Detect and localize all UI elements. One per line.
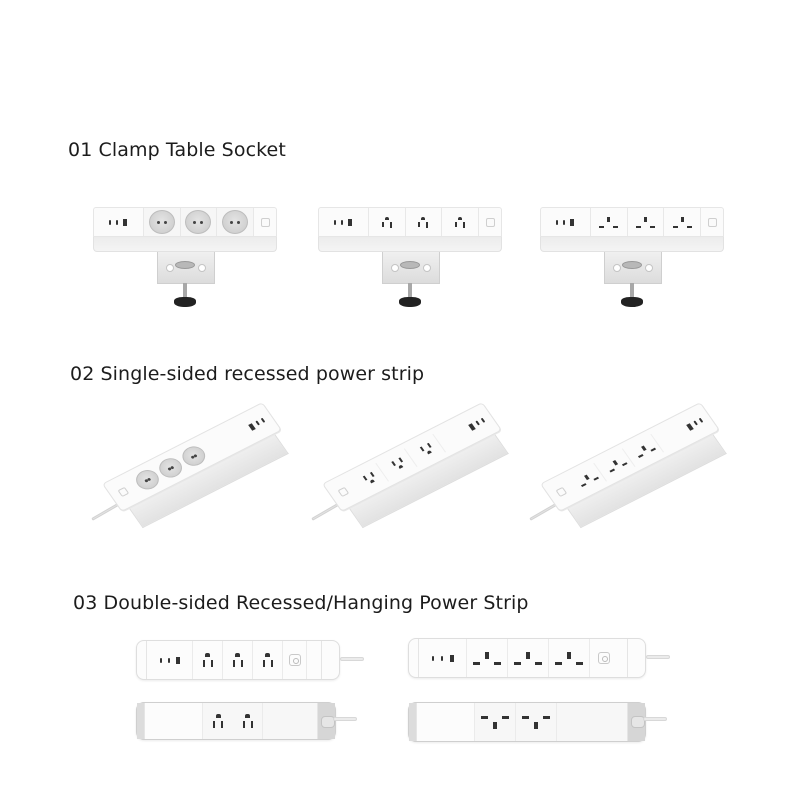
usb-module	[147, 641, 193, 679]
usb-module	[319, 208, 369, 236]
blank-panel	[307, 641, 321, 679]
usb-module	[94, 208, 144, 236]
clamp-screw	[183, 283, 187, 299]
us-outlet	[253, 641, 283, 679]
power-switch	[117, 486, 130, 498]
usb-module	[541, 208, 591, 236]
socket-panel	[318, 207, 502, 237]
uk-outlet	[626, 433, 664, 465]
end-cap	[321, 641, 339, 679]
clamp-knob	[621, 297, 643, 307]
uk-outlet	[664, 208, 702, 236]
eu-outlet	[178, 442, 210, 470]
cable-grommet	[321, 716, 335, 728]
us-outlet	[223, 641, 253, 679]
product-clamp-socket-us[interactable]	[310, 195, 510, 325]
uk-outlet	[508, 639, 549, 677]
us-outlet	[203, 703, 233, 739]
us-outlet	[233, 703, 263, 739]
usb-module	[419, 639, 467, 677]
usb-module	[467, 417, 486, 431]
product-clamp-socket-eu[interactable]	[85, 195, 285, 325]
us-outlet	[193, 641, 223, 679]
us-outlet	[442, 208, 480, 236]
product-clamp-socket-uk[interactable]	[532, 195, 732, 325]
clamp-nut	[622, 261, 642, 269]
socket-panel	[540, 207, 724, 237]
clamp-bracket	[157, 252, 215, 284]
end-cap	[137, 641, 147, 679]
power-switch	[479, 208, 501, 236]
end-cap	[409, 703, 417, 741]
eu-outlet	[217, 208, 255, 236]
us-outlet	[369, 208, 406, 236]
product-double-sided-us-back[interactable]	[136, 702, 357, 740]
section-title-clamp: 01 Clamp Table Socket	[68, 139, 286, 161]
clamp-screw	[408, 283, 412, 299]
usb-module	[685, 417, 704, 431]
clamp-screw	[630, 283, 634, 299]
us-outlet	[408, 433, 446, 465]
product-recessed-strip-us[interactable]	[311, 400, 512, 540]
housing	[540, 237, 724, 252]
product-double-sided-us-front[interactable]	[136, 640, 364, 680]
cable-grommet	[631, 716, 645, 728]
eu-outlet	[180, 208, 218, 236]
blank-panel	[417, 703, 475, 741]
uk-outlet	[516, 703, 557, 741]
product-recessed-strip-uk[interactable]	[529, 400, 730, 540]
product-recessed-strip-eu[interactable]	[91, 400, 292, 540]
power-cord	[333, 717, 357, 721]
us-outlet	[379, 448, 418, 480]
uk-outlet	[591, 208, 628, 236]
housing	[93, 237, 277, 252]
power-cord	[643, 717, 667, 721]
uk-outlet	[628, 208, 665, 236]
clamp-nut	[400, 261, 420, 269]
end-cap	[409, 639, 419, 677]
end-cap	[137, 703, 145, 739]
power-cord	[646, 655, 670, 659]
power-switch	[701, 208, 723, 236]
product-double-sided-uk-back[interactable]	[408, 702, 667, 742]
section-title-double-sided: 03 Double-sided Recessed/Hanging Power S…	[73, 592, 529, 614]
product-double-sided-uk-front[interactable]	[408, 638, 670, 678]
us-outlet	[406, 208, 443, 236]
eu-outlet	[143, 208, 181, 236]
socket-panel	[93, 207, 277, 237]
clamp-nut	[175, 261, 195, 269]
blank-panel	[145, 703, 203, 739]
power-switch	[283, 641, 307, 679]
power-switch	[590, 639, 618, 677]
clamp-knob	[174, 297, 196, 307]
uk-outlet	[597, 448, 636, 480]
uk-outlet	[549, 639, 590, 677]
section-title-single-sided: 02 Single-sided recessed power strip	[70, 363, 425, 385]
power-cord	[340, 657, 364, 661]
power-switch	[337, 486, 350, 498]
housing	[318, 237, 502, 252]
uk-outlet	[475, 703, 516, 741]
power-switch	[254, 208, 276, 236]
usb-module	[247, 417, 266, 431]
power-switch	[555, 486, 568, 498]
clamp-knob	[399, 297, 421, 307]
uk-outlet	[467, 639, 508, 677]
end-cap	[627, 639, 645, 677]
